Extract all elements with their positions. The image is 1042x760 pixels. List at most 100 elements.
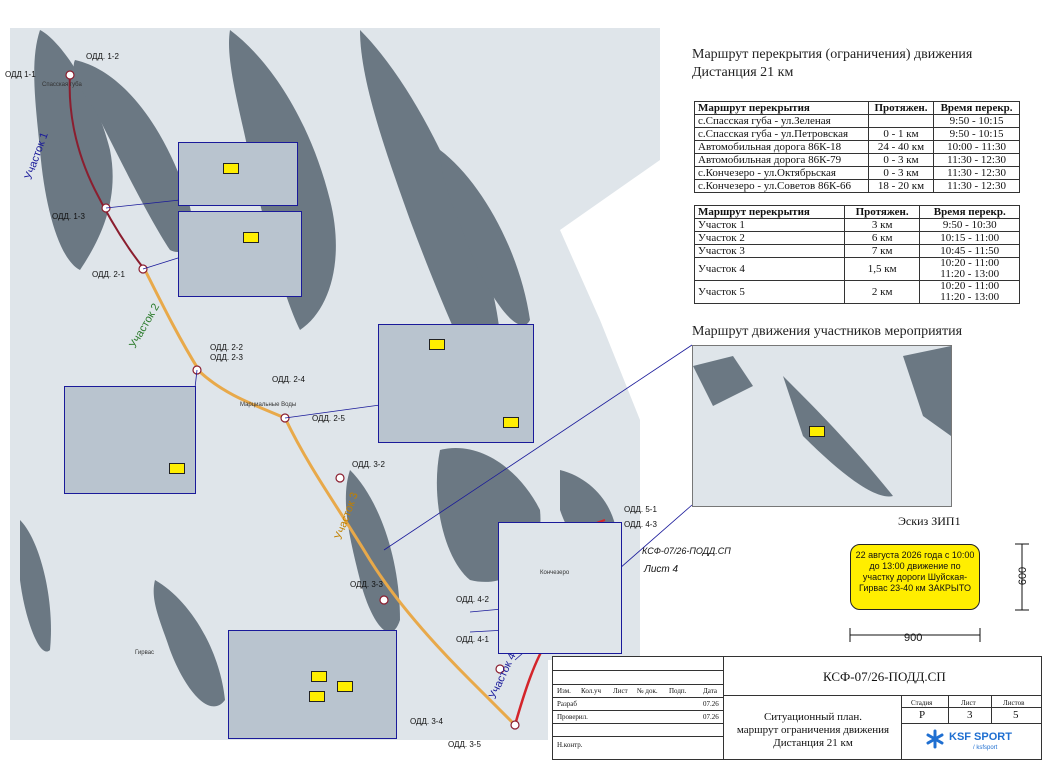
participant-route-map — [692, 345, 952, 507]
stamp-role: Разраб — [557, 700, 577, 708]
route-cell: Участок 4 — [694, 257, 845, 281]
odd-label: ОДД. 5-1 — [624, 505, 657, 514]
length-cell: 0 - 3 км — [867, 153, 935, 167]
stamp-title: Ситуационный план. маршрут ограничения д… — [729, 711, 897, 750]
stamp-role: Н.контр. — [557, 741, 583, 749]
table-row: с.Спасская губа - ул.Зеленая 9:50 - 10:15 — [694, 114, 1020, 128]
col-header: Время перекр. — [933, 101, 1020, 115]
brand-logo — [925, 729, 945, 754]
stamp-col: № док. — [637, 687, 658, 695]
road-sign — [809, 426, 825, 437]
time-cell: 10:20 - 11:00 11:20 - 13:00 — [919, 257, 1020, 281]
tables-title-line: Маршрут перекрытия (ограничения) движени… — [692, 47, 973, 62]
title-block: Изм. Кол.уч Лист № док. Подп. Дата Разра… — [552, 656, 1042, 760]
odd-label: ОДД. 2-2 — [210, 343, 243, 352]
stamp-col: Дата — [703, 687, 717, 695]
route-cell: Автомобильная дорога 86К-79 — [694, 153, 869, 167]
closure-sign-sketch: 22 августа 2026 года с 10:00 до 13:00 дв… — [850, 544, 980, 610]
participant-map-shapes — [693, 346, 951, 497]
place-label: Марциальные Воды — [240, 402, 297, 408]
stamp-title-line: Дистанция 21 км — [773, 737, 853, 749]
odd-label: ОДД. 3-4 — [410, 717, 443, 726]
col-header: Протяжен. — [867, 101, 935, 115]
route-cell: Участок 3 — [694, 244, 845, 258]
odd-label: ОДД. 1-3 — [52, 212, 85, 221]
sketch-dimensions — [849, 543, 1029, 642]
odd-label: ОДД. 2-3 — [210, 353, 243, 362]
road-sign — [309, 691, 325, 702]
route-cell: с.Спасская губа - ул.Зеленая — [694, 114, 869, 128]
closure-table-routes: Маршрут перекрытия Протяжен. Время перек… — [694, 101, 1020, 193]
stamp-title-line: маршрут ограничения движения — [736, 724, 890, 736]
stamp-role: Проверил. — [557, 713, 588, 721]
odd-label: ОДД. 1-2 — [86, 52, 119, 61]
sheet-value: 3 — [967, 709, 973, 721]
road-sign — [223, 163, 239, 174]
stamp-date: 07.26 — [703, 700, 719, 708]
road-sign — [169, 463, 185, 474]
tables-title-line: Дистанция 21 км — [692, 65, 794, 80]
time-cell: 9:50 - 10:30 — [919, 218, 1020, 232]
sheets-value: 5 — [1013, 709, 1019, 721]
route-cell: Участок 1 — [694, 218, 845, 232]
stamp-date: 07.26 — [703, 713, 719, 721]
stamp-title-line: Ситуационный план. — [763, 711, 863, 723]
sheet-label: Лист — [961, 699, 976, 707]
time-cell: 10:15 - 11:00 — [919, 231, 1020, 245]
length-cell: 0 - 3 км — [867, 166, 935, 180]
stamp-col: Изм. — [557, 687, 571, 695]
col-header: Время перекр. — [919, 205, 1020, 219]
length-cell: 6 км — [843, 231, 921, 245]
inset-map-1 — [178, 142, 298, 206]
length-cell: 24 - 40 км — [867, 140, 935, 154]
road-sign — [243, 232, 259, 243]
time-cell: 10:00 - 11:30 — [933, 140, 1020, 154]
route-section-3 — [283, 417, 517, 727]
time-cell: 9:50 - 10:15 — [933, 127, 1020, 141]
time-cell: 9:50 - 10:15 — [933, 114, 1020, 128]
place-label: Гирвас — [135, 650, 155, 656]
length-cell: 18 - 20 км — [867, 179, 935, 193]
lake-west2 — [20, 520, 51, 652]
route-cell: Автомобильная дорога 86К-18 — [694, 140, 869, 154]
odd-label: ОДД. 2-5 — [312, 414, 345, 423]
odd-label: ОДД. 2-4 — [272, 375, 305, 384]
stage-label: Стадия — [911, 699, 933, 707]
lake-sw — [153, 580, 225, 707]
lake-middle — [345, 470, 400, 633]
time-cell: 10:20 - 11:00 11:20 - 13:00 — [919, 280, 1020, 304]
lake-north — [73, 60, 193, 252]
length-cell: 3 км — [843, 218, 921, 232]
lake-long — [360, 30, 501, 400]
brand-name: KSF SPORT — [949, 731, 1012, 743]
inset-map-3 — [378, 324, 534, 443]
time-cell: 10:45 - 11:50 — [919, 244, 1020, 258]
road-sign — [429, 339, 445, 350]
closure-table-sections: Маршрут перекрытия Протяжен. Время перек… — [694, 205, 1020, 304]
eskiz-title: Эскиз ЗИП1 — [898, 514, 961, 528]
odd-label: ОДД. 4-2 — [456, 595, 489, 604]
odd-label: ОДД. 4-3 — [624, 520, 657, 529]
odd-label: ОДД 1-1 — [5, 70, 36, 79]
route-cell: Участок 5 — [694, 280, 845, 304]
inset-map-2 — [178, 211, 302, 297]
place-label: Спасская губа — [42, 82, 82, 88]
inset-map-5 — [228, 630, 397, 739]
inset-map-6 — [498, 522, 622, 654]
time-cell: 11:30 - 12:30 — [933, 153, 1020, 167]
road-sign — [311, 671, 327, 682]
route-section-1 — [68, 74, 146, 271]
brand-sub: / ksfsport — [973, 745, 998, 751]
route-cell: с.Кончезеро - ул.Советов 86К-66 — [694, 179, 869, 193]
snowflake-icon — [926, 729, 944, 749]
stamp-col: Подп. — [669, 687, 687, 695]
